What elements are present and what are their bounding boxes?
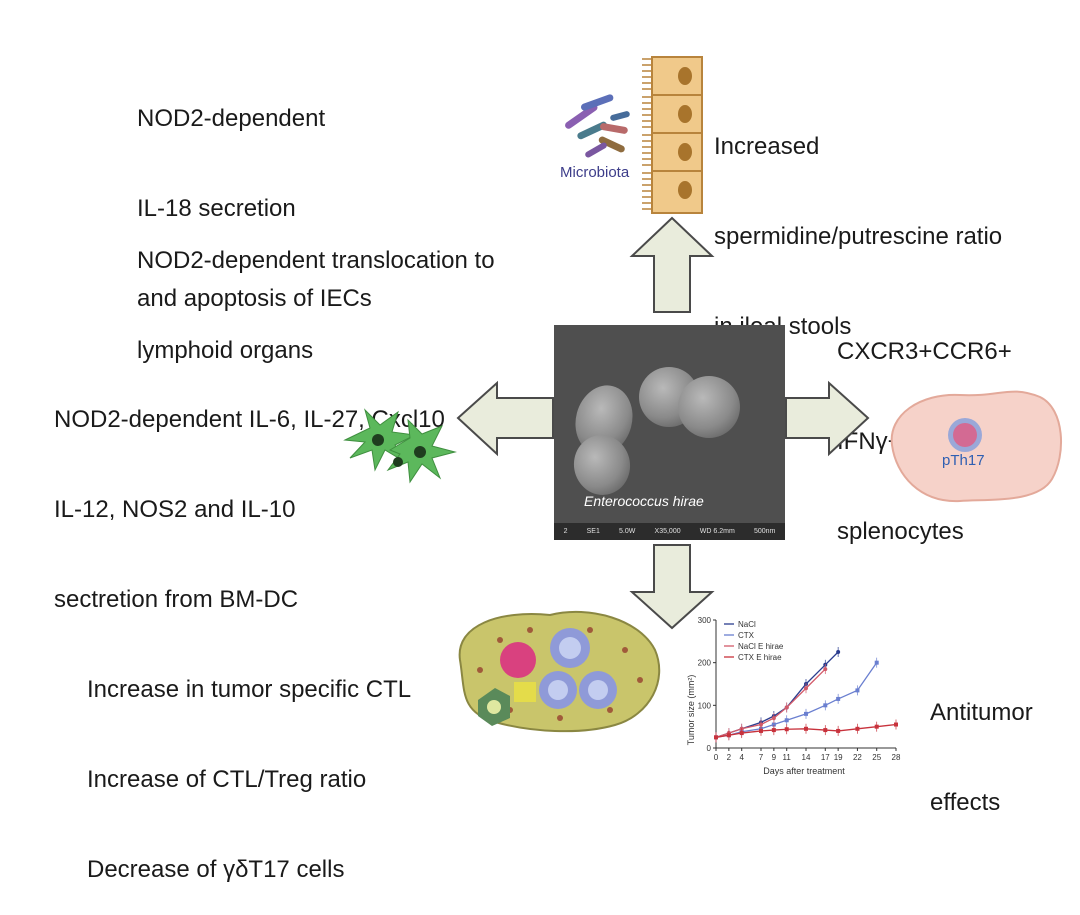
- sem-field-5: WD 6.2mm: [699, 528, 735, 535]
- sem-field-6: 500nm: [753, 528, 776, 535]
- pth17-label: pTh17: [942, 452, 985, 469]
- data-point: [894, 722, 898, 727]
- bottom-left-line-1: Increase in tumor specific CTL: [87, 676, 412, 703]
- data-point: [836, 650, 841, 654]
- arrow-up: [629, 216, 715, 313]
- y-tick-label: 0: [707, 744, 712, 753]
- data-point: [855, 726, 860, 731]
- x-tick-label: 17: [821, 753, 830, 762]
- data-point: [739, 731, 744, 736]
- left-line-2: IL-12, NOS2 and IL-10: [54, 496, 296, 523]
- legend-entry: NaCl E hirae: [738, 642, 784, 651]
- sem-field-3: 5.0W: [619, 528, 636, 535]
- top-left-line-3: and apoptosis of IECs: [137, 285, 372, 312]
- left-line-3: sectretion from BM-DC: [54, 586, 299, 613]
- data-point: [874, 724, 879, 729]
- arrows-layer: [456, 216, 870, 630]
- ileal-epithelium: [642, 56, 703, 214]
- series-line: [715, 651, 839, 738]
- data-point: [784, 718, 789, 723]
- microbiota-label: Microbiota: [560, 164, 630, 181]
- data-point: [855, 688, 860, 693]
- bottom-right-line-2: effects: [930, 789, 1001, 816]
- x-tick-label: 25: [872, 753, 881, 762]
- series-line: [715, 668, 826, 738]
- data-point: [771, 716, 776, 721]
- x-tick-label: 0: [714, 753, 719, 762]
- top-left-line-2: IL-18 secretion: [137, 195, 296, 222]
- data-point: [823, 667, 828, 672]
- top-left-line-5: lymphoid organs: [137, 337, 314, 364]
- series-line: [715, 662, 878, 738]
- data-point: [726, 733, 731, 738]
- data-point: [804, 726, 808, 731]
- data-point: [759, 722, 763, 727]
- data-point: [836, 728, 841, 733]
- data-point: [804, 711, 808, 716]
- x-tick-label: 4: [739, 753, 744, 762]
- diagram-root: { "top_left": { "line1": "NOD2-dependent…: [54, 44, 1062, 883]
- pth17-cell-illustration: [890, 390, 1062, 503]
- bottom-left-line-3: Decrease of γδT17 cells: [87, 856, 345, 883]
- chart-xlabel: Days after treatment: [763, 766, 845, 776]
- top-left-text: NOD2-dependent IL-18 secretion and apopt…: [137, 44, 372, 344]
- sem-image: Enterococcus hirae 2 SE1 5.0W X35,000 WD…: [554, 325, 785, 540]
- top-left-line-1: NOD2-dependent: [137, 105, 326, 132]
- sem-bacteria-graphic: [554, 325, 785, 540]
- bottom-right-line-1: Antitumor: [930, 699, 1033, 726]
- data-point: [714, 735, 718, 740]
- sem-field-4: X35,000: [654, 528, 681, 535]
- legend-entry: CTX: [738, 631, 755, 640]
- legend-entry: CTX E hirae: [738, 653, 782, 662]
- top-left-text-2: NOD2-dependent translocation to lymphoid…: [137, 186, 495, 396]
- data-point: [784, 727, 789, 732]
- right-line-3: splenocytes: [837, 518, 964, 545]
- y-tick-label: 300: [698, 616, 712, 625]
- arrow-left: [456, 380, 554, 457]
- x-tick-label: 22: [853, 753, 862, 762]
- left-line-1: NOD2-dependent IL-6, IL-27, Cxcl10: [54, 406, 445, 433]
- x-tick-label: 11: [783, 753, 792, 762]
- sem-field-2: SE1: [586, 528, 600, 535]
- chart-series: [714, 647, 898, 743]
- data-point: [823, 703, 828, 708]
- x-tick-label: 14: [802, 753, 811, 762]
- data-point: [823, 728, 828, 733]
- dendritic-cells-illustration: [343, 408, 457, 484]
- x-tick-label: 9: [772, 753, 777, 762]
- sem-field-1: 2: [563, 528, 568, 535]
- x-tick-label: 19: [834, 753, 843, 762]
- microbiota-bacteria: [565, 94, 630, 158]
- species-label: Enterococcus hirae: [584, 493, 704, 509]
- series-line: [715, 723, 897, 738]
- top-right-line-1: Increased: [714, 133, 820, 160]
- data-point: [836, 696, 841, 701]
- arrow-down: [629, 544, 715, 630]
- top-left-line-4: NOD2-dependent translocation to: [137, 247, 495, 274]
- microbiota-epithelium-illustration: [565, 56, 703, 214]
- right-line-1: CXCR3+CCR6+: [837, 338, 1012, 365]
- data-point: [804, 686, 808, 691]
- top-right-line-2: spermidine/putrescine ratio: [714, 223, 1003, 250]
- data-point: [771, 728, 776, 733]
- x-tick-label: 28: [892, 753, 901, 762]
- y-tick-label: 200: [698, 659, 712, 668]
- y-tick-label: 100: [698, 701, 712, 710]
- arrow-right: [785, 380, 870, 457]
- tumor-microenvironment-illustration: [458, 611, 661, 733]
- legend-entry: NaCl: [738, 620, 756, 629]
- sem-info-bar: 2 SE1 5.0W X35,000 WD 6.2mm 500nm: [554, 523, 785, 540]
- data-point: [784, 705, 789, 710]
- x-tick-label: 2: [727, 753, 732, 762]
- data-point: [771, 722, 776, 727]
- chart-ylabel: Tumor size (mm²): [686, 675, 696, 746]
- data-point: [759, 728, 763, 733]
- tumor-growth-chart: Tumor size (mm²) Days after treatment 0 1…: [686, 616, 901, 776]
- data-point: [874, 660, 879, 665]
- left-text: NOD2-dependent IL-6, IL-27, Cxcl10 IL-12…: [54, 345, 445, 645]
- x-tick-label: 7: [759, 753, 764, 762]
